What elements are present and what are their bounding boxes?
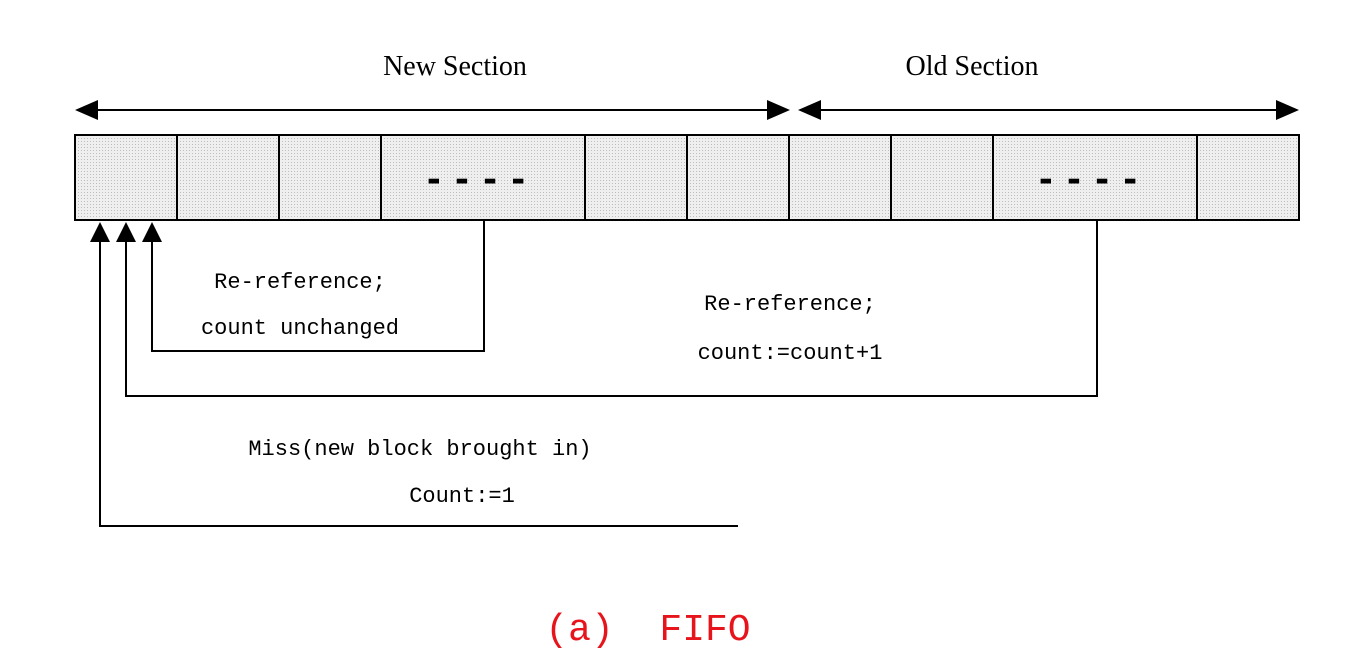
old-section-label: Old Section	[906, 51, 1039, 82]
ellipsis-marker: ----	[1039, 160, 1151, 200]
miss-line2: Count:=1	[409, 484, 515, 509]
new-section-span-arrow	[75, 100, 790, 120]
ellipsis-marker: ----	[427, 160, 539, 200]
rereference-new-line2: count unchanged	[201, 316, 399, 341]
rereference-old-arrowhead	[116, 222, 136, 242]
rereference-old-line1: Re-reference;	[704, 292, 876, 317]
rereference-old-line2: count:=count+1	[698, 341, 883, 366]
figure-caption: (a) FIFO	[545, 609, 750, 652]
rereference-new-path	[151, 220, 485, 352]
new-section-label: New Section	[383, 51, 527, 82]
miss-line1: Miss(new block brought in)	[248, 437, 591, 462]
entry-arrows	[90, 222, 162, 242]
rereference-new-line1: Re-reference;	[214, 270, 386, 295]
old-section-span-arrow	[798, 100, 1299, 120]
rereference-old-path	[125, 220, 1098, 397]
miss-arrowhead	[90, 222, 110, 242]
rereference-new-arrowhead	[142, 222, 162, 242]
old-section-cell	[1196, 134, 1300, 221]
miss-path	[99, 240, 738, 527]
buffer-cells: ---- ----	[74, 134, 1300, 221]
